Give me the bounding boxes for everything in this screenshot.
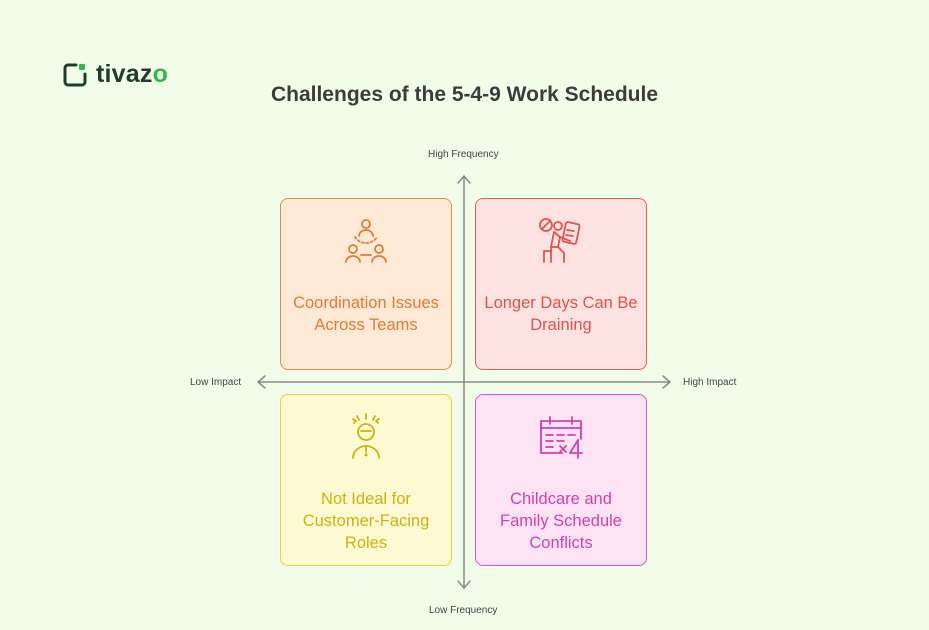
diagram-title: Challenges of the 5-4-9 Work Schedule	[270, 83, 659, 106]
quadrant-label: Childcare and Family Schedule Conflicts	[500, 490, 622, 552]
stressed-person-icon	[352, 413, 380, 459]
axis-label-left: Low Impact	[190, 377, 242, 388]
quadrant-top-left: Coordination Issues Across Teams	[280, 198, 452, 370]
arrow-up	[457, 175, 471, 184]
quadrant-bottom-right: Childcare and Family Schedule Conflicts	[475, 394, 647, 566]
quadrant-bottom-left: Not Ideal for Customer-Facing Roles	[280, 394, 452, 566]
arrow-left	[257, 375, 266, 389]
quadrant-label: Not Ideal for Customer-Facing Roles	[302, 490, 430, 552]
arrow-right	[662, 375, 671, 389]
logo-icon	[63, 63, 87, 86]
axis-label-top: High Frequency	[428, 149, 499, 160]
tired-worker-icon	[539, 218, 581, 263]
quadrant-label: Coordination Issues Across Teams	[293, 294, 439, 334]
quadrant-label: Longer Days Can Be Draining	[484, 294, 638, 334]
axis-label-bottom: Low Frequency	[429, 605, 498, 616]
brand-name: tivazo	[96, 60, 169, 88]
axis-label-right: High Impact	[683, 377, 737, 388]
quadrant-top-right: Longer Days Can Be Draining	[475, 198, 647, 370]
arrow-down	[457, 580, 471, 589]
team-coordination-icon	[345, 219, 387, 263]
brand-logo: tivazo	[62, 60, 168, 89]
calendar-conflict-icon	[540, 416, 583, 459]
